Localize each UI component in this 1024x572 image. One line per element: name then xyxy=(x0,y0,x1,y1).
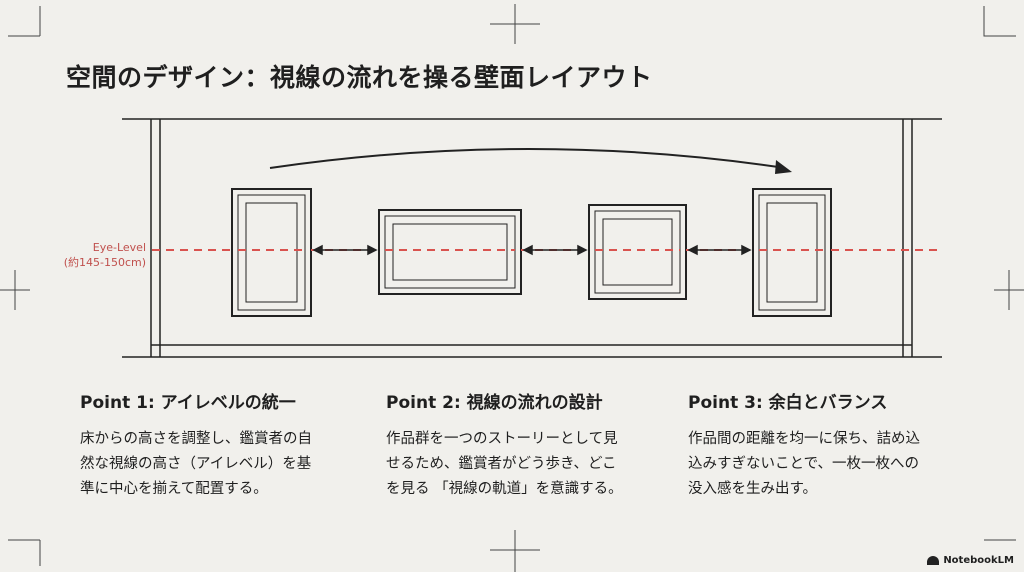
logo-text: NotebookLM xyxy=(943,555,1014,566)
notebooklm-logo: NotebookLM xyxy=(927,555,1014,566)
artwork-frame-2 xyxy=(378,209,522,295)
point-1: Point 1: アイレベルの統一 床からの高さを調整し、鑑賞者の自然な視線の高… xyxy=(80,388,370,502)
artwork-frame-3 xyxy=(588,204,687,300)
eye-level-label: Eye-Level (約145-150cm) xyxy=(60,240,146,270)
wall xyxy=(122,118,942,358)
artwork-frame-1 xyxy=(231,188,312,317)
point-heading: Point 2: 視線の流れの設計 xyxy=(386,393,603,413)
slide-title: 空間のデザイン：視線の流れを操る壁面レイアウト xyxy=(66,63,653,92)
point-3: Point 3: 余白とバランス 作品間の距離を均一に保ち、詰め込込みすぎないこ… xyxy=(688,388,978,502)
point-heading: Point 3: 余白とバランス xyxy=(688,393,888,413)
artworks xyxy=(231,188,832,317)
notebooklm-icon xyxy=(927,556,940,565)
point-heading: Point 1: アイレベルの統一 xyxy=(80,393,296,413)
artwork-frame-4 xyxy=(752,188,832,317)
gaze-flow-arrow xyxy=(269,148,786,169)
gaze-flow-arrowhead xyxy=(775,160,792,174)
point-body: 作品群を一つのストーリーとして見せるため、鑑賞者がどう歩き、どこを見る 「視線の… xyxy=(386,431,623,497)
crop-marks xyxy=(0,4,1024,572)
point-2: Point 2: 視線の流れの設計 作品群を一つのストーリーとして見せるため、鑑… xyxy=(386,388,676,502)
eye-level-text: Eye-Level xyxy=(92,241,146,254)
spacing-arrows xyxy=(312,244,752,256)
point-body: 作品間の距離を均一に保ち、詰め込込みすぎないことで、一枚一枚への没入感を生み出す… xyxy=(688,431,920,497)
eye-level-height: (約145-150cm) xyxy=(63,256,146,269)
point-body: 床からの高さを調整し、鑑賞者の自然な視線の高さ（アイレベル）を基準に中心を揃えて… xyxy=(80,431,312,497)
